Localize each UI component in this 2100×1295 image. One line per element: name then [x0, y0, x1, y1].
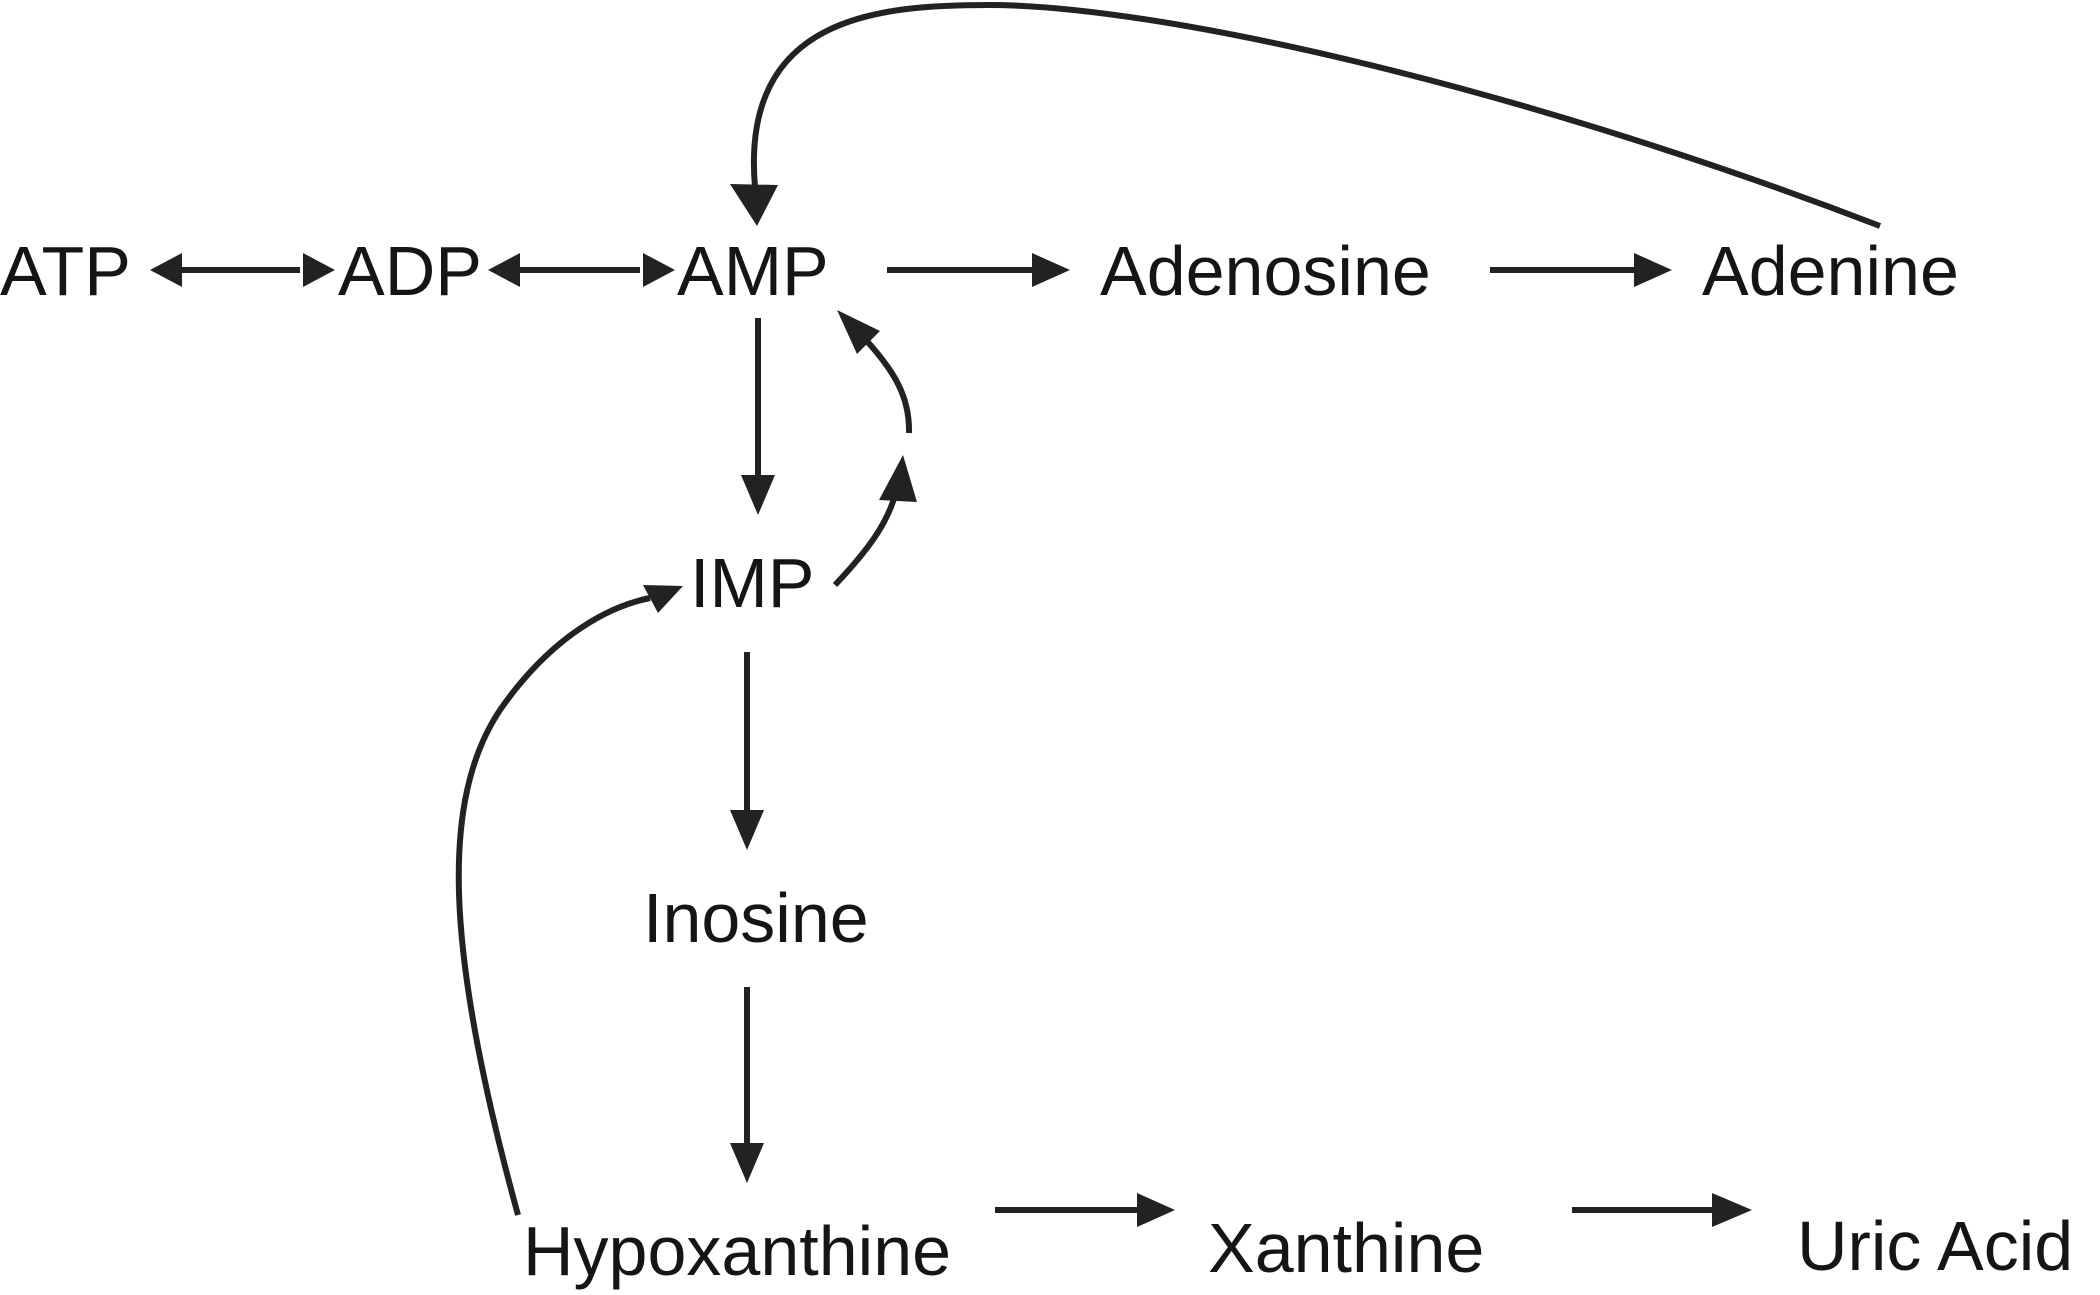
node-adenine: Adenine [1702, 232, 1959, 310]
node-imp: IMP [690, 544, 814, 622]
node-atp: ATP [0, 232, 131, 310]
node-xanthine: Xanthine [1208, 1209, 1484, 1287]
arrowhead [1712, 1193, 1752, 1227]
node-hypoxanthine: Hypoxanthine [523, 1212, 951, 1290]
arrowhead [837, 310, 880, 354]
edge-imp-inosine [730, 652, 764, 850]
edge-adp-amp [488, 253, 675, 287]
node-adenosine: Adenosine [1100, 232, 1431, 310]
edge-imp-amp [832, 310, 917, 588]
edge-adenine-amp [730, 2, 1882, 229]
arrowhead [1032, 253, 1070, 287]
arrowhead [643, 585, 683, 613]
edge-amp-imp [741, 318, 775, 515]
arrowhead-left [488, 253, 520, 287]
edge-adenosine-adenine [1490, 253, 1672, 287]
edge-atp-adp [150, 253, 335, 287]
node-amp: AMP [677, 232, 829, 310]
arrowhead [730, 1143, 764, 1183]
edge-inosine-hypoxanthine [730, 987, 764, 1183]
node-uric-acid: Uric Acid [1797, 1207, 2073, 1285]
edge-amp-adenosine [887, 253, 1070, 287]
arrowhead [1137, 1193, 1175, 1227]
arrowhead [730, 184, 778, 226]
edge-hypoxanthine-imp [455, 585, 683, 1216]
edge-hypoxanthine-xanthine [995, 1193, 1175, 1227]
arrowhead-right [303, 253, 335, 287]
nodes: ATP ADP AMP Adenosine Adenine IMP Inosin… [0, 232, 2073, 1290]
edge-xanthine-uric-acid [1572, 1193, 1752, 1227]
arrowhead-right [643, 253, 675, 287]
node-adp: ADP [338, 232, 482, 310]
arrowhead [879, 455, 917, 502]
edges [150, 2, 1882, 1227]
node-inosine: Inosine [643, 879, 869, 957]
arrowhead [730, 810, 764, 850]
arrowhead [1634, 253, 1672, 287]
arrowhead-left [150, 253, 182, 287]
arrowhead [741, 475, 775, 515]
